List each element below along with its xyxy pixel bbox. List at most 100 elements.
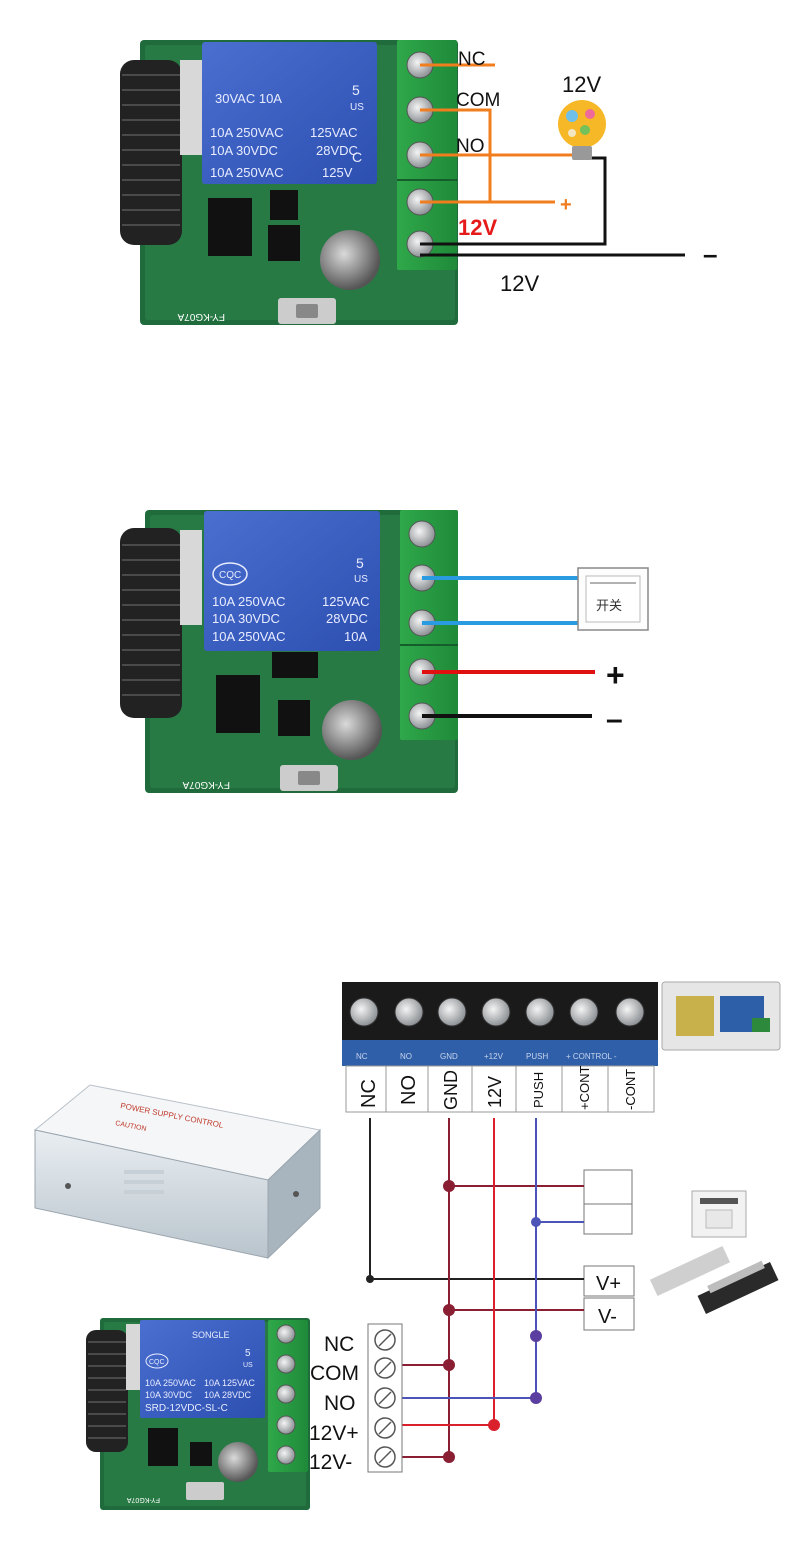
relay-mark-5: 5 bbox=[352, 82, 360, 98]
bulb-voltage-label: 12V bbox=[562, 72, 601, 97]
ic-chip-3 bbox=[148, 1428, 178, 1466]
relay3-mark-cqc: CQC bbox=[149, 1359, 165, 1366]
label-com: COM bbox=[456, 90, 500, 111]
wall-switch-icon bbox=[577, 567, 649, 631]
relay-right-line-3: 125V bbox=[322, 165, 353, 180]
panel-2-switch-wiring: CQC 5 US 10A 250VAC 10A 30VDC 10A 250VAC… bbox=[120, 510, 649, 793]
label-nc: NC bbox=[458, 49, 485, 70]
power-supply-box: POWER SUPPLY CONTROL CAUTION bbox=[33, 1084, 322, 1260]
relay-line-4: 10A 250VAC bbox=[210, 165, 283, 180]
relay2-mark-cqc: CQC bbox=[219, 570, 241, 581]
strip-bottom-label-nc: NC bbox=[356, 1052, 368, 1061]
relay-module-board-3: SONGLE CQC 5 US 10A 250VAC 10A 30VDC 10A… bbox=[86, 1318, 310, 1510]
relay-right-line-2: 28VDC bbox=[316, 143, 358, 158]
panel-1-light-wiring: 30VAC 10A 10A 250VAC 10A 30VDC 10A 250VA… bbox=[120, 40, 717, 325]
board-code: FY-KG07A bbox=[177, 311, 225, 322]
regulator-chip bbox=[268, 225, 300, 261]
board-code-3: FY-KG07A bbox=[126, 1496, 160, 1503]
antenna-coil bbox=[120, 60, 202, 245]
capacitor-3 bbox=[218, 1442, 258, 1482]
relay-line-1: 30VAC 10A bbox=[215, 91, 282, 106]
relay-component-3: SONGLE CQC 5 US 10A 250VAC 10A 30VDC 10A… bbox=[140, 1320, 265, 1418]
access-controller-terminal-strip: NC NO GND +12V PUSH + CONTROL - bbox=[342, 982, 658, 1066]
label-minus: – bbox=[703, 239, 717, 269]
vlabel-nc: NC bbox=[358, 1079, 380, 1108]
relay3-line-1: 10A 250VAC bbox=[145, 1378, 196, 1388]
relay2-line-3: 10A 250VAC bbox=[212, 629, 285, 644]
regulator-chip-3 bbox=[190, 1442, 212, 1466]
label-plus: + bbox=[560, 194, 572, 216]
module-terminal-column: NC COM NO 12V+ 12V- bbox=[309, 1323, 403, 1474]
strip-screw-cont-plus bbox=[569, 997, 599, 1027]
relay2-right-line-3: 10A bbox=[344, 629, 367, 644]
capacitor-2 bbox=[322, 700, 382, 760]
strip-bottom-label-push: PUSH bbox=[526, 1052, 548, 1061]
wire-junctions bbox=[366, 1180, 542, 1463]
strip-screw-gnd bbox=[437, 997, 467, 1027]
lock-power-boxes: V+ V- bbox=[583, 1265, 635, 1331]
panel-3-access-control-wiring: NC NO GND +12V PUSH + CONTROL - NC NO GN… bbox=[33, 981, 781, 1510]
learn-button-3 bbox=[186, 1482, 224, 1500]
strip-bottom-label-gnd: GND bbox=[440, 1052, 458, 1061]
label-no: NO bbox=[456, 136, 485, 157]
vlabel-gnd: GND bbox=[441, 1070, 461, 1110]
label-12v-red: 12V bbox=[458, 215, 497, 240]
module-label-12v-plus: 12V+ bbox=[309, 1422, 359, 1445]
controller-board-image bbox=[661, 981, 781, 1051]
relay3-brand: SONGLE bbox=[192, 1330, 230, 1340]
exit-button-icon bbox=[691, 1190, 747, 1238]
strip-bottom-label-control: + CONTROL - bbox=[566, 1052, 617, 1061]
terminal-block-3 bbox=[268, 1320, 308, 1472]
plus-label-2: + bbox=[606, 657, 625, 693]
v-plus-label: V+ bbox=[596, 1273, 621, 1295]
regulator-chip-2 bbox=[278, 700, 310, 736]
antenna-coil-3 bbox=[86, 1324, 140, 1452]
strip-screw-12v bbox=[481, 997, 511, 1027]
relay-right-line-1: 125VAC bbox=[310, 125, 357, 140]
module-label-com: COM bbox=[310, 1362, 359, 1385]
ic-chip bbox=[208, 198, 252, 256]
module-label-nc: NC bbox=[324, 1333, 354, 1356]
terminal-label-row: NC NO GND 12V PUSH +CONT -CONT bbox=[345, 1065, 655, 1113]
relay-mark-c: C bbox=[352, 149, 362, 165]
strip-screw-push bbox=[525, 997, 555, 1027]
vlabel-cont-minus: -CONT bbox=[623, 1069, 638, 1110]
minus-label-2: – bbox=[606, 703, 623, 736]
strip-screw-no bbox=[394, 997, 424, 1027]
relay2-line-2: 10A 30VDC bbox=[212, 611, 280, 626]
push-switch-box bbox=[583, 1169, 633, 1235]
wires-panel-1 bbox=[420, 63, 685, 257]
ic-chip-2 bbox=[216, 675, 260, 733]
relay3-right-line-1: 10A 125VAC bbox=[204, 1378, 255, 1388]
vlabel-no: NO bbox=[398, 1075, 420, 1105]
wire-12v bbox=[398, 1118, 495, 1426]
transistor bbox=[270, 190, 298, 220]
relay3-mark-5: 5 bbox=[245, 1348, 251, 1359]
relay2-line-1: 10A 250VAC bbox=[212, 594, 285, 609]
relay2-right-line-1: 125VAC bbox=[322, 594, 369, 609]
strip-screw-nc bbox=[349, 997, 379, 1027]
relay2-mark-5: 5 bbox=[356, 555, 364, 571]
relay-line-2: 10A 250VAC bbox=[210, 125, 283, 140]
transistor-2 bbox=[272, 652, 318, 678]
module-label-12v-minus: 12V- bbox=[309, 1451, 352, 1474]
antenna-coil-2 bbox=[120, 528, 202, 718]
wire-gnd-main bbox=[398, 1118, 450, 1458]
wire-push-to-no bbox=[398, 1118, 537, 1399]
relay-component-2: CQC 5 US 10A 250VAC 10A 30VDC 10A 250VAC… bbox=[204, 511, 380, 651]
vlabel-12v: 12V bbox=[485, 1076, 505, 1108]
capacitor bbox=[320, 230, 380, 290]
wires-panel-2 bbox=[422, 576, 595, 718]
wire-nc-to-vplus bbox=[369, 1118, 584, 1280]
label-12v-bottom: 12V bbox=[500, 271, 539, 296]
relay-module-board-2: CQC 5 US 10A 250VAC 10A 30VDC 10A 250VAC… bbox=[120, 510, 458, 793]
board-code-2: FY-KG07A bbox=[182, 779, 230, 790]
v-minus-label: V- bbox=[598, 1306, 617, 1328]
electric-lock-icon bbox=[649, 1245, 779, 1314]
relay2-right-line-2: 28VDC bbox=[326, 611, 368, 626]
relay3-line-2: 10A 30VDC bbox=[145, 1390, 193, 1400]
relay2-mark-us: US bbox=[354, 574, 368, 585]
strip-bottom-label-12v: +12V bbox=[484, 1052, 504, 1061]
wire-com bbox=[420, 108, 492, 202]
relay3-right-line-2: 10A 28VDC bbox=[204, 1390, 252, 1400]
